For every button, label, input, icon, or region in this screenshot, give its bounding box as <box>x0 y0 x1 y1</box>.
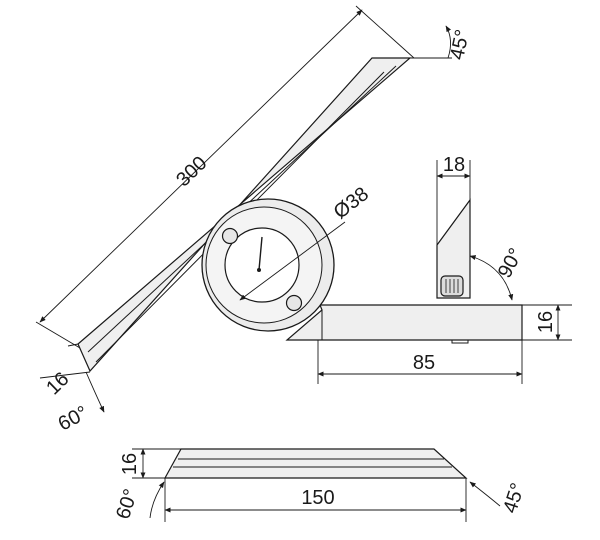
blade-length-dimension-line <box>39 9 363 323</box>
knob-knurling <box>445 279 459 293</box>
tip-angle-arc <box>445 25 451 59</box>
dial-screw-top <box>221 227 239 245</box>
base-height-label: 16 <box>535 311 557 333</box>
bottom-blade <box>163 448 468 479</box>
blade-length-label: 300 <box>172 152 211 191</box>
dial-diameter-label: Ø38 <box>330 183 373 224</box>
dial-diameter-leader <box>239 221 346 301</box>
stock-angle-label: 90° <box>494 245 528 282</box>
bottom-width-label: 16 <box>119 453 141 475</box>
stock-angle-arc <box>469 255 514 301</box>
base-length-label: 85 <box>413 352 435 374</box>
blade-angle-arc <box>85 371 105 413</box>
tip-angle-label: 45° <box>446 28 474 62</box>
stock-thickness-label: 18 <box>443 154 465 176</box>
bottom-right-angle-arc <box>469 481 501 507</box>
locking-knob <box>440 275 464 297</box>
dial-screw-bottom <box>285 294 303 312</box>
bottom-right-angle-label: 45° <box>499 480 529 516</box>
bottom-left-angle-label: 60° <box>112 486 142 522</box>
blade-width-label: 16 <box>42 368 73 399</box>
bottom-length-label: 150 <box>301 487 334 509</box>
base-notch <box>451 339 469 344</box>
bottom-left-angle-arc <box>149 481 165 519</box>
blade-angle-label: 60° <box>55 402 92 436</box>
dial-pivot <box>257 268 261 272</box>
